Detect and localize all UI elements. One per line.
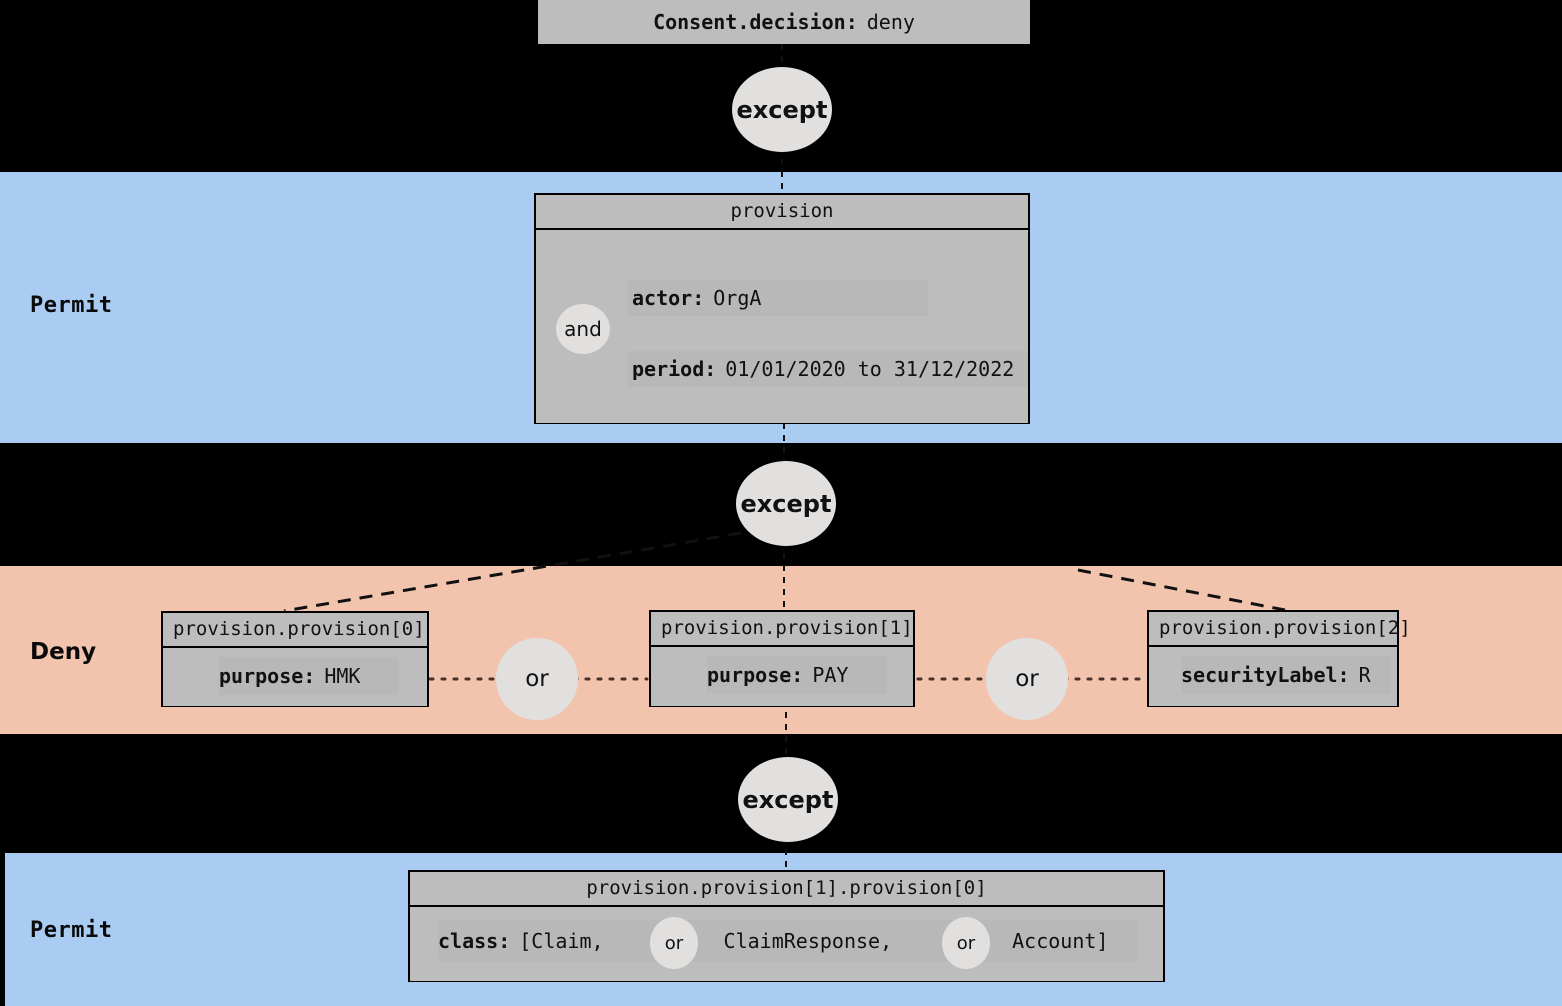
attr-purpose-hmk: purpose: HMK — [219, 657, 399, 695]
node-provision-header: provision — [536, 195, 1028, 230]
attr-actor-value: OrgA — [713, 286, 762, 310]
node-provision-0[interactable]: provision.provision[0] purpose: HMK — [161, 611, 429, 707]
attr-class-open: [Claim, — [519, 929, 604, 953]
attr-security-label: securityLabel: R — [1181, 656, 1391, 694]
node-provision-1-0[interactable]: provision.provision[1].provision[0] clas… — [408, 870, 1165, 982]
except-bubble-3-label: except — [742, 785, 834, 814]
node-provision-2-body: securityLabel: R — [1149, 647, 1397, 706]
node-provision-2[interactable]: provision.provision[2] securityLabel: R — [1147, 610, 1411, 707]
attr-period-value: 01/01/2020 to 31/12/2022 — [725, 357, 1015, 381]
node-provision-1-body: purpose: PAY — [651, 647, 913, 706]
attr-period-key: period: — [632, 357, 717, 381]
node-provision-1[interactable]: provision.provision[1] purpose: PAY — [649, 610, 915, 707]
attr-security-label-value: R — [1358, 663, 1371, 687]
attr-security-label-key: securityLabel: — [1181, 663, 1350, 687]
attr-purpose-pay: purpose: PAY — [707, 656, 887, 694]
attr-class: class: [Claim, ClaimResponse, Account] — [438, 920, 1138, 962]
node-provision-0-header: provision.provision[0] — [163, 613, 427, 648]
except-bubble-3: except — [738, 757, 838, 842]
attr-purpose-hmk-key: purpose: — [219, 664, 316, 688]
consent-decision-value: deny — [866, 10, 915, 34]
attr-purpose-pay-key: purpose: — [707, 663, 804, 687]
attr-class-key: class: — [438, 929, 511, 953]
attr-purpose-pay-value: PAY — [812, 663, 849, 687]
node-provision-1-0-body: class: [Claim, ClaimResponse, Account] — [410, 907, 1163, 981]
or-bubble-2: or — [986, 638, 1068, 720]
consent-decision-banner: Consent.decision: deny — [538, 0, 1030, 44]
node-provision-body: actor: OrgA period: 01/01/2020 to 31/12/… — [536, 230, 1028, 423]
except-bubble-2-label: except — [740, 489, 832, 518]
or-bubble-inline-2: or — [942, 917, 990, 969]
or-bubble-inline-1: or — [650, 917, 698, 969]
node-provision-2-header: provision.provision[2] — [1149, 612, 1411, 647]
except-bubble-1: except — [732, 67, 832, 152]
except-bubble-2: except — [736, 461, 836, 546]
attr-actor-key: actor: — [632, 286, 705, 310]
band-label-permit-top: Permit — [30, 293, 113, 318]
attr-period: period: 01/01/2020 to 31/12/2022 — [628, 351, 1028, 387]
except-bubble-1-label: except — [736, 95, 828, 124]
node-provision-1-header: provision.provision[1] — [651, 612, 913, 647]
node-provision-0-body: purpose: HMK — [163, 648, 427, 706]
or-bubble-1: or — [496, 638, 578, 720]
or-bubble-1-label: or — [525, 666, 549, 692]
and-bubble: and — [556, 304, 610, 354]
attr-class-mid: ClaimResponse, — [723, 929, 893, 953]
band-label-permit-bottom: Permit — [30, 918, 113, 943]
consent-decision-key: Consent.decision: — [653, 10, 858, 34]
and-bubble-label: and — [564, 317, 602, 341]
attr-class-close: Account] — [1012, 929, 1109, 953]
or-bubble-2-label: or — [1015, 666, 1039, 692]
attr-actor: actor: OrgA — [628, 280, 928, 316]
attr-purpose-hmk-value: HMK — [324, 664, 361, 688]
node-provision[interactable]: provision actor: OrgA period: 01/01/2020… — [534, 193, 1030, 424]
or-bubble-inline-1-label: or — [664, 932, 684, 954]
or-bubble-inline-2-label: or — [956, 932, 976, 954]
band-label-deny: Deny — [30, 639, 97, 665]
node-provision-1-0-header: provision.provision[1].provision[0] — [410, 872, 1163, 907]
